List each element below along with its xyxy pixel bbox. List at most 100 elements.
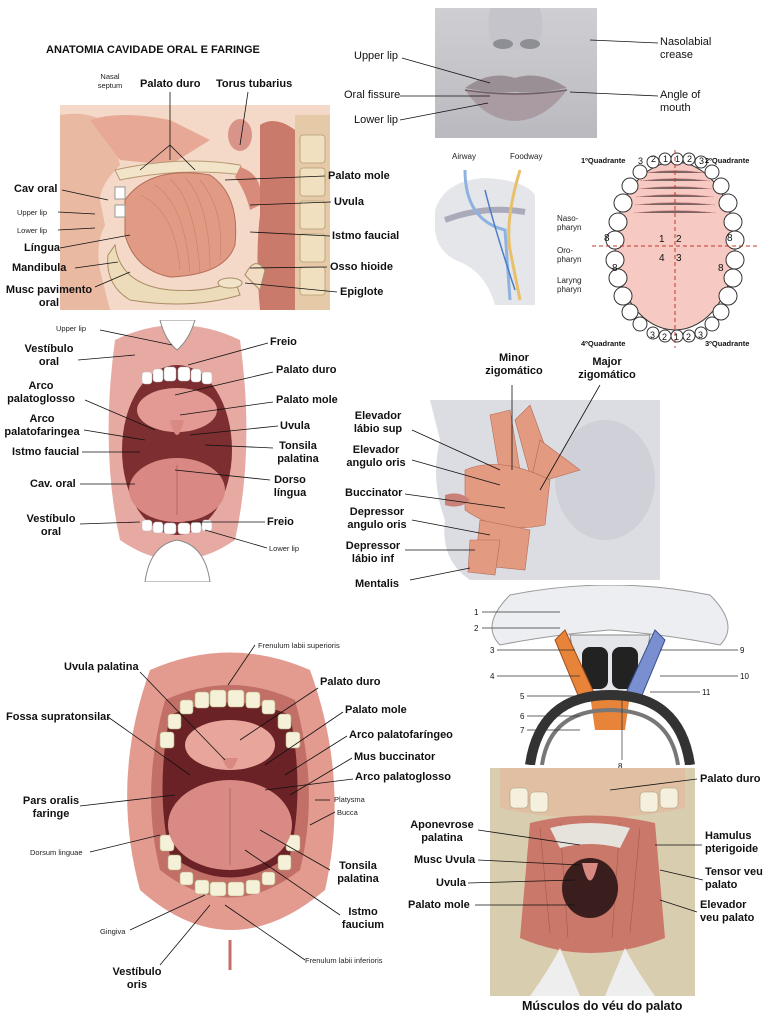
label-cav-oral: Cav oral: [14, 183, 58, 195]
label-musc-uvula: Musc Uvula: [414, 854, 476, 866]
label-torus-tubarius: Torus tubarius: [216, 78, 293, 90]
label-tooth-ul-2: 2: [651, 154, 657, 164]
label-tooth-8-upper-left: 8: [604, 233, 610, 244]
label-mf-palato-duro: Palato duro: [276, 364, 337, 376]
label-istmo-faucium: Istmo faucium: [341, 906, 385, 931]
label-mf-lower-lip: Lower lip: [269, 544, 300, 553]
label-lingua: Língua: [24, 242, 61, 254]
label-frenulum-inferioris: Frenulum labii inferioris: [305, 956, 383, 965]
label-mf-palato-mole: Palato mole: [276, 394, 338, 406]
label-fossa-supratonsilar: Fossa supratonsilar: [6, 711, 111, 723]
label-elevador-angulo-oris: Elevador angulo oris: [346, 444, 406, 469]
label-mf-vestibulo-oral-top: Vestíbulo oral: [24, 343, 74, 368]
label-oral-fissure: Oral fissure: [344, 89, 401, 101]
label-om-palato-mole: Palato mole: [345, 704, 407, 716]
label-mf-cav-oral: Cav. oral: [30, 478, 76, 490]
label-skull-6: 6: [520, 712, 525, 721]
label-skull-7: 7: [520, 726, 525, 735]
label-tooth-ul-1: 1: [663, 154, 669, 164]
label-center-1: 1: [659, 234, 665, 245]
label-tensor-veu-palato: Tensor veu palato: [705, 866, 763, 891]
label-osso-hioide: Osso hioide: [330, 261, 393, 273]
label-pars-oralis-faringe: Pars oralis faringe: [22, 795, 80, 820]
label-quadrant-3: 3ºQuadrante: [705, 339, 750, 348]
label-tooth-lr-3: 3: [698, 330, 704, 340]
label-mf-freio-top: Freio: [270, 336, 297, 348]
label-mf-vestibulo-oral-bottom: Vestíbulo oral: [26, 513, 76, 538]
label-aponevrose-palatina: Aponevrose palatina: [410, 819, 474, 844]
label-mf-arco-palatofaringea: Arco palatofaringea: [4, 413, 80, 438]
label-skull-8: 8: [618, 762, 623, 771]
label-mf-dorso-lingua: Dorso língua: [273, 474, 307, 499]
label-palato-duro: Palato duro: [140, 78, 201, 90]
label-airway: Airway: [452, 152, 477, 161]
label-epiglote: Epiglote: [340, 286, 384, 298]
label-istmo-faucial: Istmo faucial: [332, 230, 400, 242]
label-skull-11: 11: [702, 688, 711, 697]
page-title: ANATOMIA CAVIDADE ORAL E FARINGE: [46, 44, 260, 56]
label-hamulus-pterigoide: Hamulus pterigoide: [705, 830, 759, 855]
sagittal-section-illustration: [60, 105, 330, 310]
label-elevador-labio-sup: Elevador lábio sup: [353, 410, 403, 435]
skull-base-muscles-illustration: [470, 585, 750, 765]
label-tooth-ll-3: 3: [650, 330, 656, 340]
label-upper-lip: Upper lip: [17, 208, 48, 217]
label-vestibulo-oris: Vestíbulo oris: [112, 966, 162, 991]
mouth-frontal-illustration: [105, 320, 250, 582]
label-tooth-ur-1: 1: [675, 154, 681, 164]
label-buccinator: Buccinator: [345, 487, 403, 499]
label-lower-lip: Lower lip: [17, 226, 48, 235]
label-depressor-labio-inf: Depressor lábio inf: [345, 540, 401, 565]
label-vp-palato-duro: Palato duro: [700, 773, 761, 785]
label-mandibula: Mandibula: [12, 262, 67, 274]
label-om-arco-palatoglosso: Arco palatoglosso: [355, 771, 451, 783]
label-om-palato-duro: Palato duro: [320, 676, 381, 688]
label-tooth-ur-2: 2: [687, 154, 693, 164]
label-vp-uvula: Uvula: [436, 877, 466, 889]
label-center-2: 2: [676, 234, 682, 245]
label-tooth-8-lower-left: 8: [612, 263, 618, 274]
label-mf-freio-bottom: Freio: [267, 516, 294, 528]
label-quadrant-4: 4ºQuadrante: [581, 339, 626, 348]
label-nasolabial-crease: Nasolabial crease: [660, 36, 712, 61]
label-nasopharynx: Naso-pharynx: [557, 214, 582, 232]
lips-photo: [435, 8, 597, 138]
open-mouth-illustration: [110, 640, 350, 970]
label-tooth-8-upper-right: 8: [727, 233, 733, 244]
label-center-4: 4: [659, 253, 665, 264]
label-mentalis: Mentalis: [355, 578, 400, 590]
label-uvula: Uvula: [334, 196, 364, 208]
label-vp-palato-mole: Palato mole: [408, 899, 470, 911]
label-mf-tonsila-palatina: Tonsila palatina: [277, 440, 319, 465]
label-musc-pavimento-oral: Musc pavimento oral: [5, 284, 93, 309]
dental-quadrant-diagram: [590, 148, 760, 348]
label-skull-9: 9: [740, 646, 745, 655]
label-tooth-ul-3: 3: [638, 156, 644, 166]
label-foodway: Foodway: [510, 152, 543, 161]
label-tooth-lr-2: 2: [686, 332, 692, 342]
label-skull-1: 1: [474, 608, 479, 617]
label-mus-buccinator: Mus buccinator: [354, 751, 436, 763]
label-mf-arco-palatoglosso: Arco palatoglosso: [7, 380, 75, 405]
label-palato-mole: Palato mole: [328, 170, 390, 182]
label-om-tonsila-palatina: Tonsila palatina: [337, 860, 379, 885]
label-quadrant-2: 2ºQuadrante: [705, 156, 750, 165]
label-mf-uvula: Uvula: [280, 420, 310, 432]
label-angle-of-mouth: Angle of mouth: [660, 89, 701, 114]
label-lips-upper-lip: Upper lip: [354, 50, 399, 62]
label-dorsum-linguae: Dorsum linguae: [30, 848, 83, 857]
veu-palato-caption: Músculos do véu do palato: [522, 999, 683, 1013]
label-skull-4: 4: [490, 672, 495, 681]
label-depressor-angulo-oris: Depressor angulo oris: [347, 506, 407, 531]
label-platysma: Platysma: [334, 795, 365, 804]
label-mf-upper-lip: Upper lip: [56, 324, 87, 333]
label-minor-zigomatico: Minor zigomático: [485, 352, 543, 377]
label-bucca: Bucca: [337, 808, 358, 817]
label-skull-2: 2: [474, 624, 479, 633]
label-tooth-8-lower-right: 8: [718, 263, 724, 274]
